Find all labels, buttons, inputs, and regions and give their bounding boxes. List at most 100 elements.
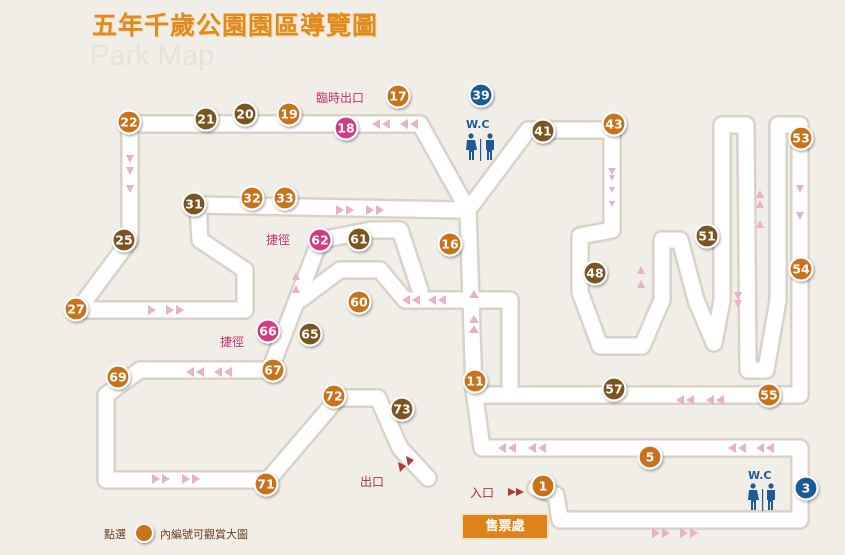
map-marker-57[interactable]: 57 <box>601 376 627 402</box>
marker-number: 48 <box>586 266 603 281</box>
marker-number: 17 <box>389 89 406 104</box>
marker-circle[interactable] <box>385 83 411 109</box>
marker-number: 62 <box>311 233 328 248</box>
marker-number: 60 <box>350 295 368 310</box>
marker-circle[interactable] <box>255 318 281 344</box>
map-marker-53[interactable]: 53 <box>788 125 814 151</box>
map-marker-61[interactable]: 61 <box>346 226 372 252</box>
marker-number: 22 <box>120 115 137 130</box>
map-marker-18[interactable]: 18 <box>333 115 359 141</box>
marker-circle[interactable] <box>105 364 131 390</box>
map-marker-3[interactable]: 3 <box>793 475 819 501</box>
marker-circle[interactable] <box>530 473 556 499</box>
marker-circle[interactable] <box>601 376 627 402</box>
legend-marker <box>134 523 154 543</box>
map-marker-19[interactable]: 19 <box>276 101 302 127</box>
map-marker-66[interactable]: 66 <box>255 318 281 344</box>
marker-circle[interactable] <box>694 223 720 249</box>
marker-number: 55 <box>760 388 777 403</box>
marker-number: 5 <box>646 450 655 465</box>
marker-number: 39 <box>472 88 489 103</box>
direction-arrows <box>126 119 804 538</box>
marker-number: 20 <box>236 107 254 122</box>
map-marker-22[interactable]: 22 <box>116 109 142 135</box>
map-marker-60[interactable]: 60 <box>346 289 372 315</box>
exit-entrance-arrows <box>398 456 524 496</box>
marker-number: 66 <box>259 324 277 339</box>
marker-circle[interactable] <box>756 382 782 408</box>
marker-circle[interactable] <box>601 111 627 137</box>
marker-circle[interactable] <box>260 357 286 383</box>
map-marker-54[interactable]: 54 <box>788 256 814 282</box>
map-marker-65[interactable]: 65 <box>297 321 323 347</box>
map-marker-25[interactable]: 25 <box>111 227 137 253</box>
map-marker-41[interactable]: 41 <box>530 118 556 144</box>
map-marker-71[interactable]: 71 <box>253 471 279 497</box>
map-marker-21[interactable]: 21 <box>193 106 219 132</box>
marker-circle[interactable] <box>116 109 142 135</box>
ticket-office-button[interactable]: 售票處 <box>461 513 549 540</box>
marker-circle[interactable] <box>637 444 663 470</box>
map-markers[interactable]: 1 3 5 11 16 17 18 19 20 21 22 25 27 31 32 33 39 41 43 48 51 5… <box>63 82 819 501</box>
restroom-label: W.C <box>466 118 490 131</box>
map-marker-11[interactable]: 11 <box>462 368 488 394</box>
marker-circle[interactable] <box>253 471 279 497</box>
map-marker-5[interactable]: 5 <box>637 444 663 470</box>
map-marker-31[interactable]: 31 <box>181 191 207 217</box>
map-marker-67[interactable]: 67 <box>260 357 286 383</box>
marker-number: 16 <box>441 237 459 252</box>
marker-circle[interactable] <box>307 227 333 253</box>
map-marker-17[interactable]: 17 <box>385 83 411 109</box>
marker-circle[interactable] <box>111 227 137 253</box>
marker-circle[interactable] <box>462 368 488 394</box>
map-marker-27[interactable]: 27 <box>63 296 89 322</box>
marker-number: 3 <box>802 481 811 496</box>
map-marker-51[interactable]: 51 <box>694 223 720 249</box>
marker-circle[interactable] <box>333 115 359 141</box>
marker-number: 72 <box>325 389 342 404</box>
restroom-icon <box>466 133 494 161</box>
map-marker-43[interactable]: 43 <box>601 111 627 137</box>
legend-suffix: 內編號可觀賞大圖 <box>160 527 248 541</box>
marker-circle[interactable] <box>239 185 265 211</box>
map-marker-73[interactable]: 73 <box>389 396 415 422</box>
shortcut-label: 捷徑 <box>220 335 244 349</box>
marker-circle[interactable] <box>788 256 814 282</box>
marker-circle[interactable] <box>272 185 298 211</box>
marker-circle[interactable] <box>389 396 415 422</box>
map-marker-62[interactable]: 62 <box>307 227 333 253</box>
map-marker-33[interactable]: 33 <box>272 185 298 211</box>
marker-circle[interactable] <box>193 106 219 132</box>
marker-circle[interactable] <box>321 383 347 409</box>
restroom-label: W.C <box>748 469 772 482</box>
map-marker-69[interactable]: 69 <box>105 364 131 390</box>
marker-number: 65 <box>301 327 318 342</box>
map-marker-16[interactable]: 16 <box>437 231 463 257</box>
map-marker-72[interactable]: 72 <box>321 383 347 409</box>
marker-circle[interactable] <box>346 226 372 252</box>
map-marker-48[interactable]: 48 <box>582 260 608 286</box>
marker-circle[interactable] <box>582 260 608 286</box>
map-marker-1[interactable]: 1 <box>530 473 556 499</box>
map-marker-32[interactable]: 32 <box>239 185 265 211</box>
page-subtitle: Park Map <box>90 40 215 72</box>
marker-circle[interactable] <box>346 289 372 315</box>
marker-circle[interactable] <box>468 82 494 108</box>
marker-circle[interactable] <box>63 296 89 322</box>
map-marker-55[interactable]: 55 <box>756 382 782 408</box>
marker-circle[interactable] <box>437 231 463 257</box>
marker-circle[interactable] <box>793 475 819 501</box>
marker-number: 53 <box>792 131 809 146</box>
marker-circle[interactable] <box>276 101 302 127</box>
marker-circle[interactable] <box>788 125 814 151</box>
marker-number: 33 <box>276 191 293 206</box>
exit-label: 出口 <box>360 475 384 489</box>
marker-circle[interactable] <box>232 101 258 127</box>
page-title: 五年千歲公園園區導覽圖 <box>92 11 379 40</box>
marker-circle[interactable] <box>297 321 323 347</box>
map-marker-20[interactable]: 20 <box>232 101 258 127</box>
marker-circle[interactable] <box>530 118 556 144</box>
marker-circle[interactable] <box>181 191 207 217</box>
marker-number: 27 <box>67 302 84 317</box>
map-marker-39[interactable]: 39 <box>468 82 494 108</box>
